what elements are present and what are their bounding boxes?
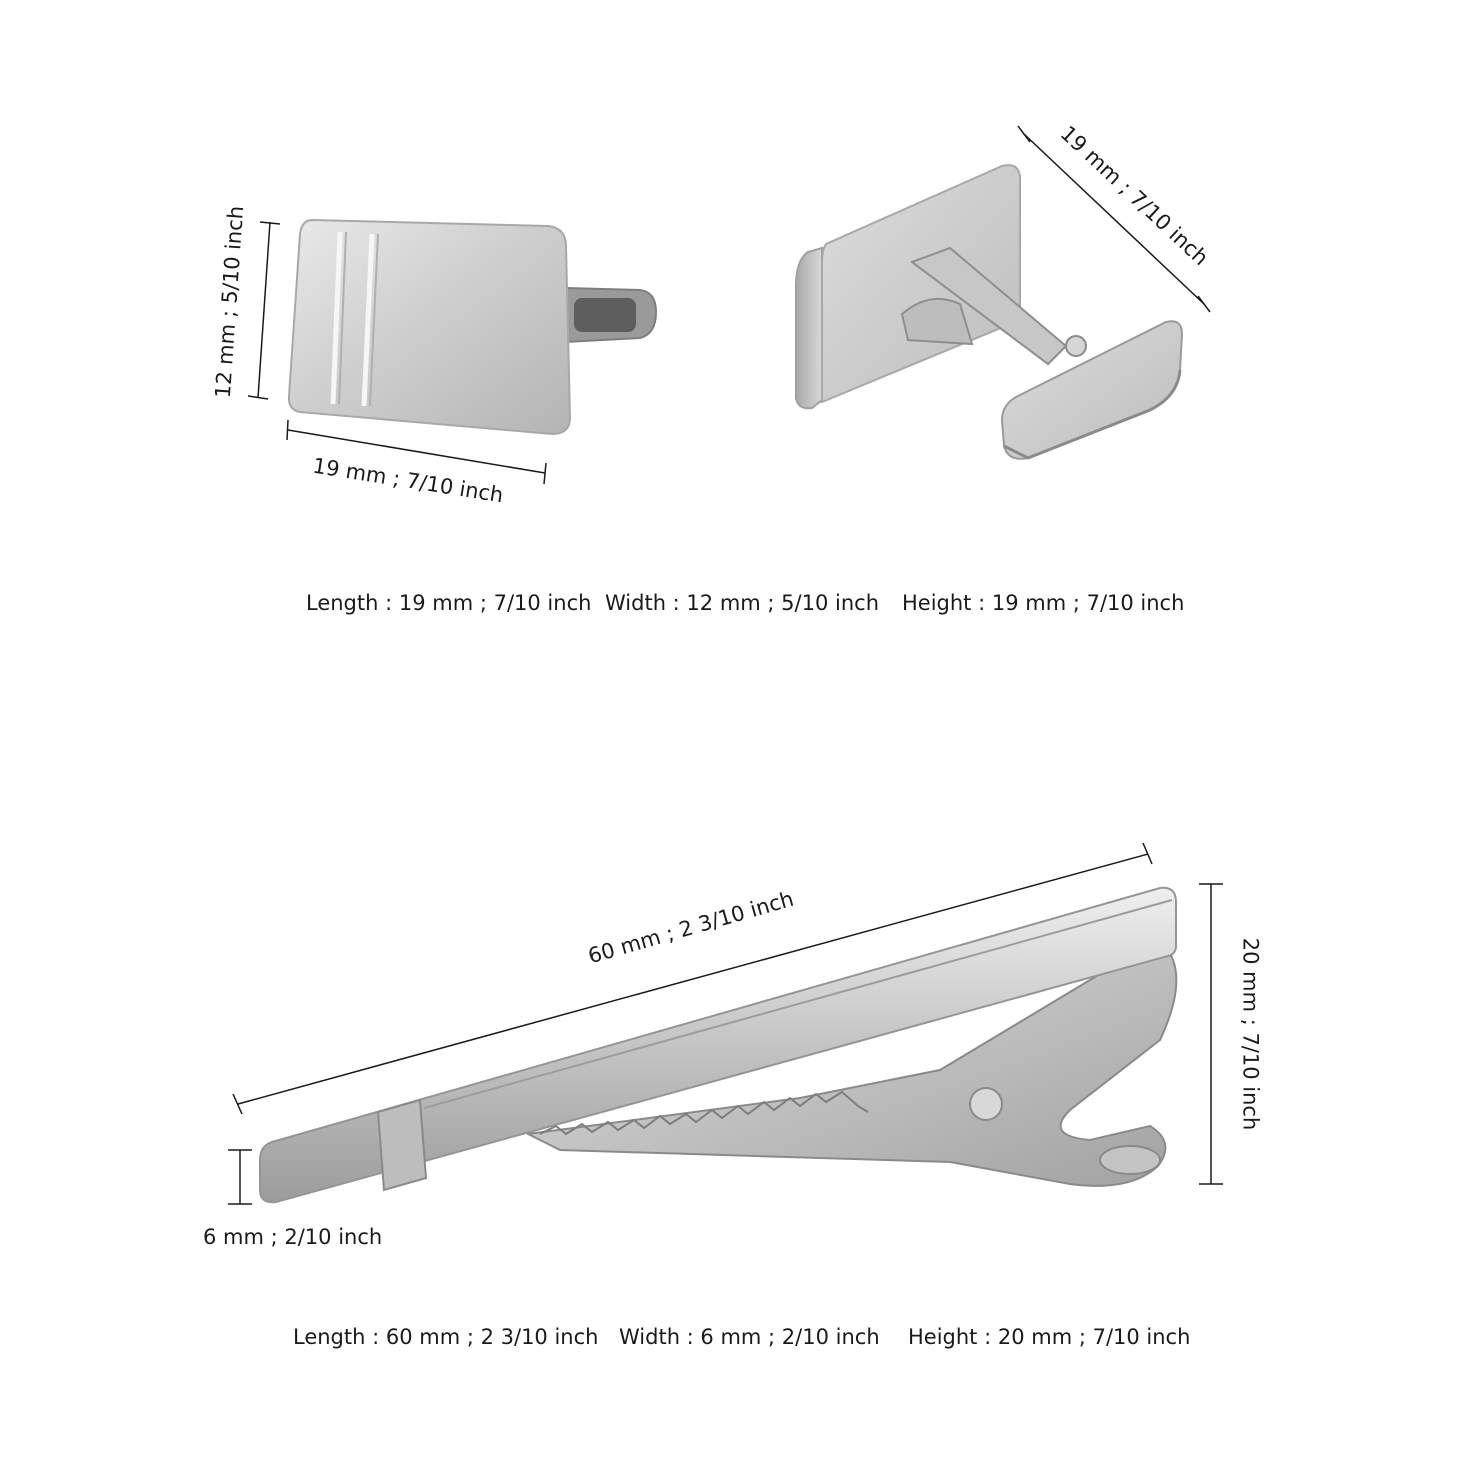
tie-clip-thickness-label: 6 mm ; 2/10 inch: [203, 1225, 383, 1249]
tie-clip-length-dimension: [232, 842, 1153, 1115]
tie-clip-hook: [1099, 1145, 1161, 1175]
cufflink-front-post-slot: [574, 298, 636, 332]
cufflink-back-pivot: [1065, 335, 1087, 357]
tie-clip: [259, 886, 1178, 1204]
tie-clip-spec-length: Length : 60 mm ; 2 3/10 inch: [293, 1325, 599, 1349]
tie-clip-rivet: [969, 1087, 1003, 1121]
cufflink-front-stripe: [330, 231, 343, 405]
cufflink-front-stripe-shadow: [338, 231, 347, 405]
cufflink-front: [287, 218, 658, 436]
tie-clip-height-label: 20 mm ; 7/10 inch: [1238, 937, 1263, 1131]
cufflink-spec-height: Height : 19 mm ; 7/10 inch: [902, 591, 1185, 615]
cufflink-back-toggle-edge: [1003, 369, 1182, 460]
tie-clip-spec-width: Width : 6 mm ; 2/10 inch: [619, 1325, 880, 1349]
cufflink-front-face: [287, 218, 572, 436]
cufflink-front-stripe: [361, 233, 375, 407]
cufflink-back-edge: [795, 246, 823, 410]
cufflink-spec-length: Length : 19 mm ; 7/10 inch: [306, 591, 592, 615]
tie-clip-bar-ridge: [423, 899, 1173, 1109]
cufflink-front-width-dimension: [286, 419, 547, 485]
cufflink-front-stripe-shadow: [369, 233, 379, 407]
tie-clip-spec-height: Height : 20 mm ; 7/10 inch: [908, 1325, 1191, 1349]
tie-clip-collar: [376, 1098, 428, 1192]
tie-clip-teeth: [539, 1090, 869, 1136]
tie-clip-thickness-dimension: [228, 1149, 252, 1205]
tie-clip-bar: [259, 886, 1177, 1204]
cufflink-back-arm-base: [900, 297, 974, 346]
cufflink-front-height-dimension: [247, 221, 281, 400]
cufflink-back-diagonal-dimension: [1017, 125, 1211, 313]
cufflink-spec-width: Width : 12 mm ; 5/10 inch: [605, 591, 880, 615]
cufflink-back: [795, 164, 1184, 460]
tie-clip-height-dimension: [1199, 883, 1223, 1185]
tie-clip-tongue: [524, 948, 1178, 1187]
